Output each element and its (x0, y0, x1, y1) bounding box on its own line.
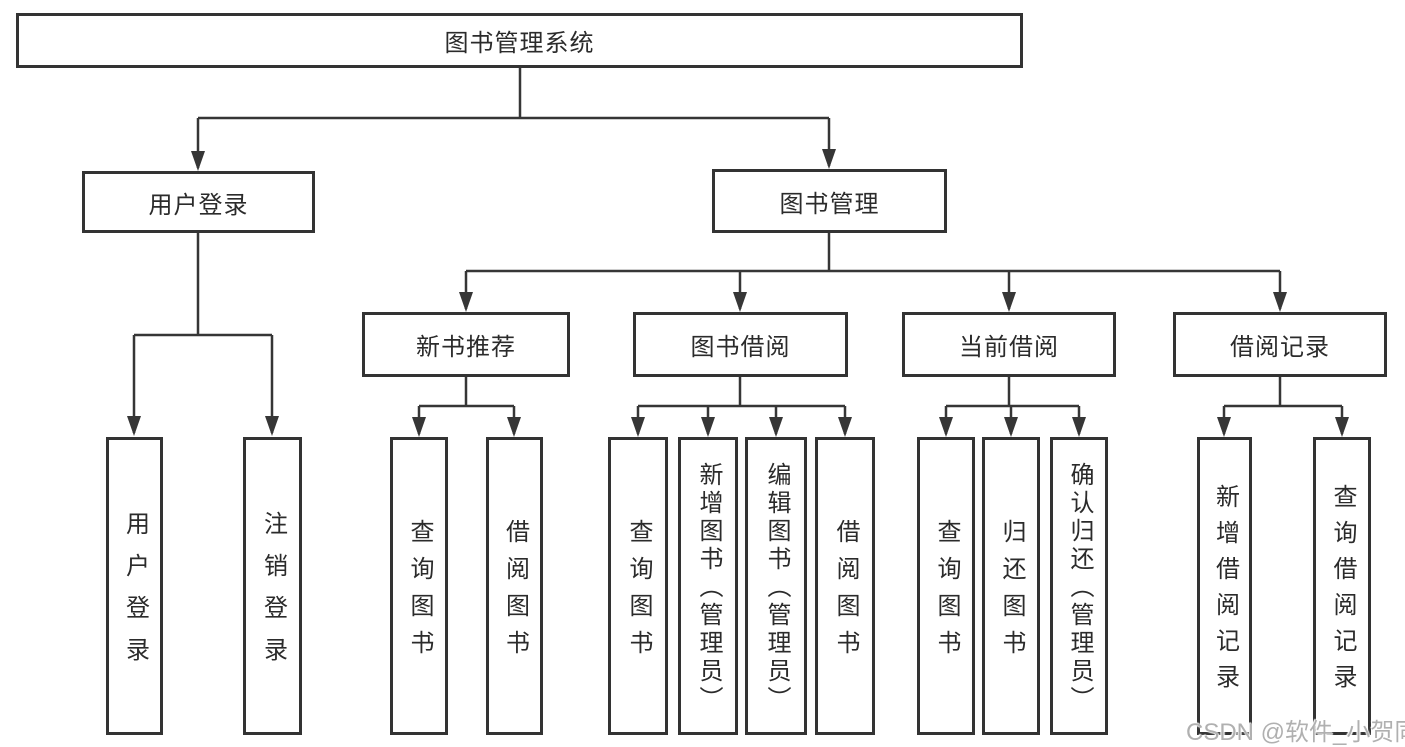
leaf-current-query-book-label: 查询图书 (933, 518, 960, 667)
leaf-confirm-return-admin: 确认归还（管理员） (1050, 437, 1108, 735)
leaf-edit-book-admin: 编辑图书（管理员） (745, 437, 807, 735)
leaf-add-book-admin-label: 新增图书（管理员） (695, 462, 722, 714)
leaf-return-book-label: 归还图书 (998, 518, 1025, 667)
leaf-user-login-label: 用户登录 (121, 511, 149, 679)
node-root: 图书管理系统 (16, 13, 1023, 68)
leaf-recommend-query-book-label: 查询图书 (406, 518, 433, 667)
node-current-borrow-label: 当前借阅 (959, 334, 1059, 361)
leaf-recommend-borrow-book-label: 借阅图书 (501, 518, 529, 667)
node-user-login-label: 用户登录 (148, 191, 249, 219)
leaf-add-borrow-record: 新增借阅记录 (1197, 437, 1252, 735)
leaf-borrow-book: 借阅图书 (815, 437, 875, 735)
node-current-borrow: 当前借阅 (902, 312, 1116, 377)
leaf-add-book-admin: 新增图书（管理员） (678, 437, 738, 735)
leaf-confirm-return-admin-label: 确认归还（管理员） (1066, 462, 1093, 714)
node-book-borrow: 图书借阅 (633, 312, 848, 377)
node-book-management: 图书管理 (712, 169, 947, 233)
arrowheads (127, 149, 1349, 437)
node-user-login: 用户登录 (82, 171, 315, 233)
leaf-logout: 注销登录 (243, 437, 302, 735)
leaf-borrow-query-book-label: 查询图书 (625, 518, 652, 667)
leaf-user-login: 用户登录 (106, 437, 163, 735)
leaf-query-borrow-record-label: 查询借阅记录 (1329, 484, 1356, 700)
leaf-current-query-book: 查询图书 (917, 437, 975, 735)
node-borrow-record: 借阅记录 (1173, 312, 1387, 377)
node-book-borrow-label: 图书借阅 (690, 334, 791, 361)
node-borrow-record-label: 借阅记录 (1230, 334, 1330, 361)
leaf-recommend-borrow-book: 借阅图书 (486, 437, 543, 735)
csdn-watermark: CSDN @软件_小贺同学 (1186, 719, 1405, 746)
leaf-borrow-query-book: 查询图书 (608, 437, 668, 735)
leaf-borrow-book-label: 借阅图书 (832, 518, 859, 667)
node-new-book-recommend: 新书推荐 (362, 312, 570, 377)
leaf-recommend-query-book: 查询图书 (390, 437, 448, 735)
node-root-label: 图书管理系统 (444, 30, 595, 57)
leaf-query-borrow-record: 查询借阅记录 (1313, 437, 1371, 735)
node-new-book-recommend-label: 新书推荐 (416, 334, 516, 361)
leaf-edit-book-admin-label: 编辑图书（管理员） (763, 462, 790, 714)
node-book-management-label: 图书管理 (779, 190, 880, 218)
leaf-return-book: 归还图书 (982, 437, 1040, 735)
leaf-add-borrow-record-label: 新增借阅记录 (1211, 484, 1239, 700)
leaf-logout-label: 注销登录 (259, 511, 287, 679)
